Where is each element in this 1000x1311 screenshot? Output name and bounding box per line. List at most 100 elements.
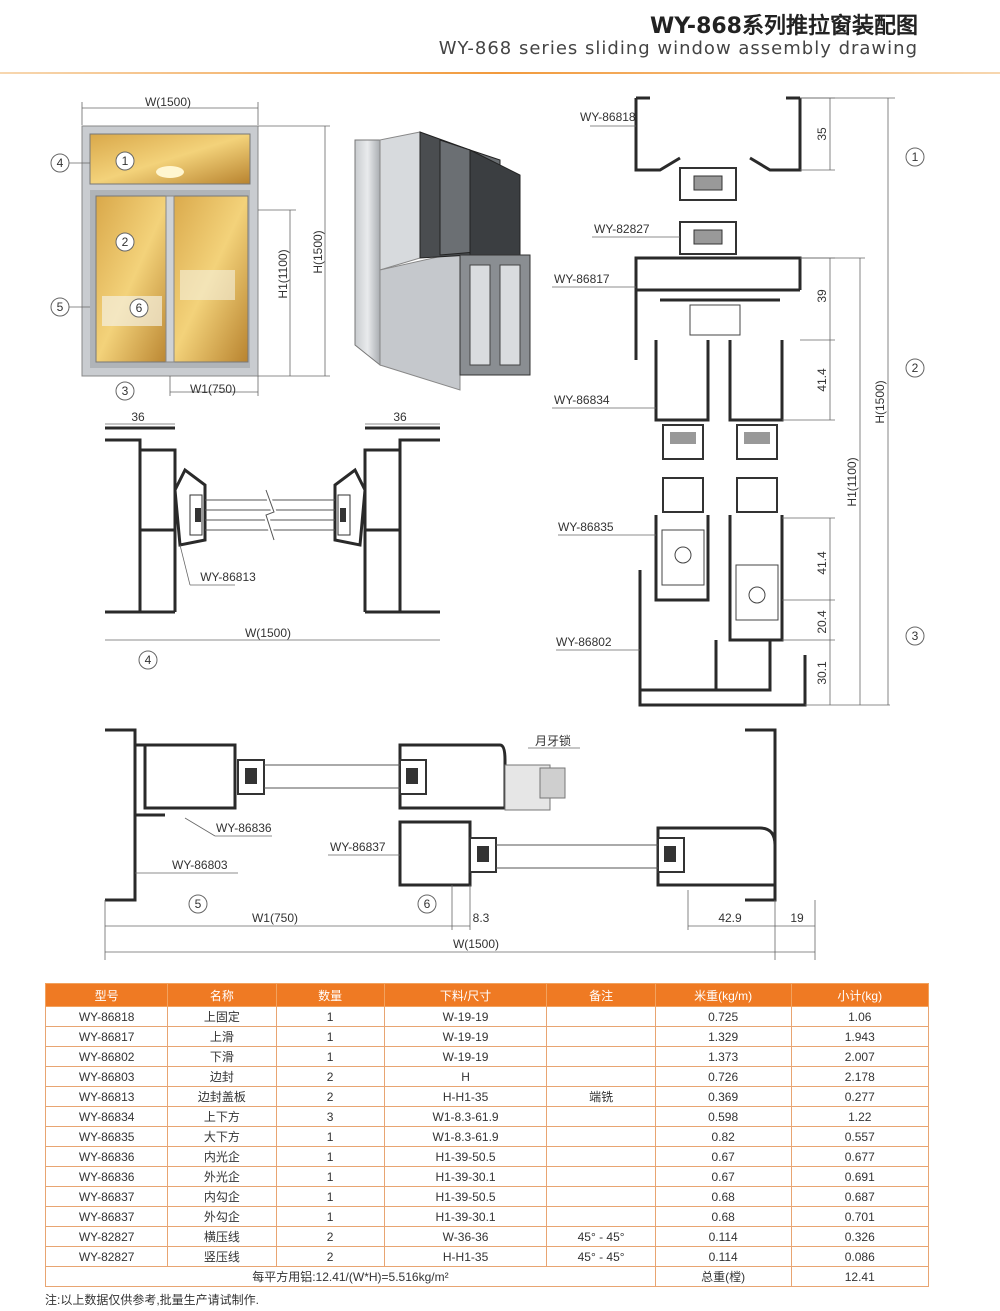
svg-text:2: 2 (122, 235, 129, 249)
dim-41-4-bottom: 41.4 (815, 551, 829, 575)
callout-3-section: 3 (905, 626, 925, 646)
table-cell (546, 1166, 656, 1187)
table-cell: 大下方 (167, 1126, 277, 1147)
table-cell: 1 (275, 1126, 385, 1147)
callout-2: 2 (115, 232, 135, 252)
col-weight: 米重(kg/m) (654, 983, 792, 1007)
dim-w1500-top: W(1500) (145, 95, 191, 109)
dim-39: 39 (815, 289, 829, 303)
dim-41-4-top: 41.4 (815, 368, 829, 392)
table-cell: 竖压线 (167, 1246, 277, 1267)
table-cell (546, 1206, 656, 1227)
table-cell: WY-86802 (44, 1046, 169, 1067)
table-cell: 2 (275, 1066, 385, 1087)
table-cell: 上滑 (167, 1026, 277, 1047)
label-wy-82827: WY-82827 (594, 222, 650, 236)
table-cell: 0.557 (790, 1126, 929, 1147)
dim-w1500-bottom: W(1500) (453, 937, 499, 951)
callout-3: 3 (115, 381, 135, 401)
table-cell: WY-82827 (44, 1246, 169, 1267)
table-cell: 0.82 (654, 1126, 792, 1147)
svg-text:3: 3 (912, 629, 919, 643)
table-cell: 0.725 (654, 1006, 792, 1027)
dim-19: 19 (790, 911, 804, 925)
table-cell: W1-8.3-61.9 (383, 1106, 548, 1127)
table-cell: WY-86813 (44, 1086, 169, 1107)
table-header-row: 型号 名称 数量 下料/尺寸 备注 米重(kg/m) 小计(kg) (44, 983, 929, 1007)
total-weight-value: 12.41 (790, 1266, 929, 1287)
table-cell: 1 (275, 1186, 385, 1207)
table-cell: 边封 (167, 1066, 277, 1087)
table-cell: 上下方 (167, 1106, 277, 1127)
callout-5-section: 5 (188, 894, 208, 914)
col-cut: 下料/尺寸 (383, 983, 548, 1007)
dim-h1-1100-photo: H1(1100) (276, 249, 290, 298)
svg-text:5: 5 (57, 300, 64, 314)
table-cell: W-19-19 (383, 1046, 548, 1067)
table-cell: 内勾企 (167, 1186, 277, 1207)
callout-6-section: 6 (417, 894, 437, 914)
svg-text:3: 3 (122, 384, 129, 398)
dim-42-9: 42.9 (718, 911, 742, 925)
table-cell: H1-39-50.5 (383, 1146, 548, 1167)
table-cell: 0.68 (654, 1206, 792, 1227)
table-cell: H1-39-30.1 (383, 1166, 548, 1187)
table-cell: WY-86817 (44, 1026, 169, 1047)
table-cell: 1 (275, 1206, 385, 1227)
table-cell: 0.68 (654, 1186, 792, 1207)
table-cell: H (383, 1066, 548, 1087)
table-cell: WY-86836 (44, 1166, 169, 1187)
table-cell: 1.22 (790, 1106, 929, 1127)
svg-text:2: 2 (912, 361, 919, 375)
table-cell: 2 (275, 1246, 385, 1267)
table-cell: 2 (275, 1226, 385, 1247)
label-wy-86817: WY-86817 (554, 272, 610, 286)
table-cell (546, 1026, 656, 1047)
table-cell: 0.691 (790, 1166, 929, 1187)
dim-36-right: 36 (393, 410, 407, 424)
dim-h1-1100-section: H1(1100) (845, 457, 859, 506)
table-cell: 1 (275, 1046, 385, 1067)
svg-text:5: 5 (195, 897, 202, 911)
table-cell: 0.701 (790, 1206, 929, 1227)
table-cell: 边封盖板 (167, 1086, 277, 1107)
table-cell: 2.178 (790, 1066, 929, 1087)
parts-table: 型号 名称 数量 下料/尺寸 备注 米重(kg/m) 小计(kg) WY-868… (44, 983, 929, 1287)
table-cell: 1 (275, 1146, 385, 1167)
table-cell: H1-39-50.5 (383, 1186, 548, 1207)
callout-1-section: 1 (905, 147, 925, 167)
label-wy-86813: WY-86813 (200, 570, 256, 584)
svg-text:1: 1 (122, 154, 129, 168)
label-wy-86837: WY-86837 (330, 840, 386, 854)
table-cell: 上固定 (167, 1006, 277, 1027)
label-wy-86802: WY-86802 (556, 635, 612, 649)
col-name: 名称 (167, 983, 277, 1007)
page-title: WY-868系列推拉窗装配图 (649, 14, 918, 39)
table-cell: H1-39-30.1 (383, 1206, 548, 1227)
svg-text:4: 4 (145, 653, 152, 667)
table-cell: 0.598 (654, 1106, 792, 1127)
table-cell: 0.67 (654, 1146, 792, 1167)
table-cell: WY-82827 (44, 1226, 169, 1247)
table-cell: W-19-19 (383, 1026, 548, 1047)
section-side-seal (105, 426, 440, 614)
dim-30-1: 30.1 (815, 661, 829, 685)
dim-8-3: 8.3 (473, 911, 490, 925)
callout-4-section: 4 (138, 650, 158, 670)
dim-20-4: 20.4 (815, 610, 829, 634)
table-cell (546, 1146, 656, 1167)
svg-text:6: 6 (136, 301, 143, 315)
label-wy-86803: WY-86803 (172, 858, 228, 872)
table-cell: 内光企 (167, 1146, 277, 1167)
callout-1: 1 (115, 151, 135, 171)
svg-text:4: 4 (57, 156, 64, 170)
